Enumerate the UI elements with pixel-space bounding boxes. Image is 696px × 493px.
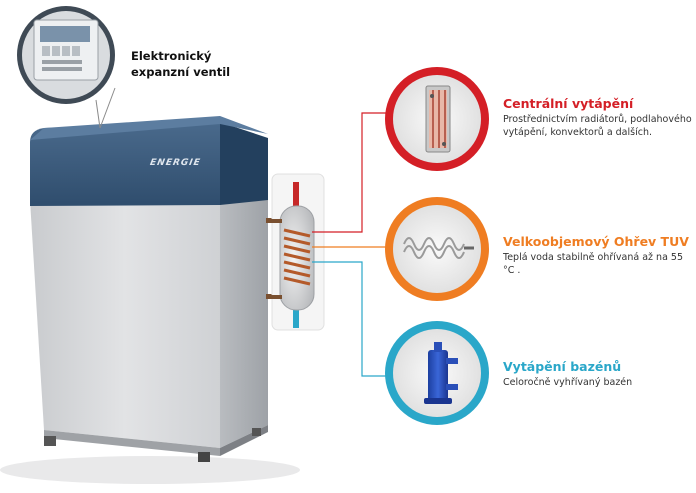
pipe-hot (293, 182, 299, 212)
valve-label-line1: Elektronický (131, 49, 212, 63)
callout-pool-title: Vytápění bazénů (503, 359, 622, 374)
unit-foot (252, 428, 261, 436)
unit-top-housing (30, 122, 220, 206)
unit-foot (198, 452, 210, 462)
brand-logo: ENERGIE (149, 158, 202, 168)
valve-label: Elektronický expanzní ventil (131, 48, 230, 80)
connector-central (312, 112, 392, 233)
control-panel-icon (33, 19, 99, 81)
callout-central-desc: Prostřednictvím radiátorů, podlahového v… (503, 114, 692, 138)
unit-side-panel (220, 138, 268, 448)
unit-foot (44, 436, 56, 446)
unit-lid (30, 116, 268, 140)
pipe-cold (293, 304, 299, 328)
callout-tuv-title: Velkoobjemový Ohřev TUV (503, 234, 689, 249)
callout-central: Centrální vytápění Prostřednictvím radiá… (503, 96, 693, 139)
unit-front-panel (30, 200, 220, 448)
callout-tuv: Velkoobjemový Ohřev TUV Teplá voda stabi… (503, 234, 693, 277)
unit-base (44, 430, 220, 456)
heating-coil-icon (403, 237, 474, 259)
pool-heat-exchanger-icon (424, 342, 458, 404)
exchanger-coil (283, 228, 311, 286)
callout-pool: Vytápění bazénů Celoročně vyhřívaný bazé… (503, 359, 693, 389)
plate-heat-exchanger-icon (425, 85, 451, 153)
unit-top-side (220, 122, 268, 205)
connector-pool (312, 261, 392, 377)
callout-central-title: Centrální vytápění (503, 96, 634, 111)
callout-pool-desc: Celoročně vyhřívaný bazén (503, 377, 633, 388)
floor-shadow (0, 456, 300, 484)
valve-label-line2: expanzní ventil (131, 65, 231, 79)
callout-tuv-desc: Teplá voda stabilně ohřívaná až na 55 °C… (503, 252, 684, 276)
